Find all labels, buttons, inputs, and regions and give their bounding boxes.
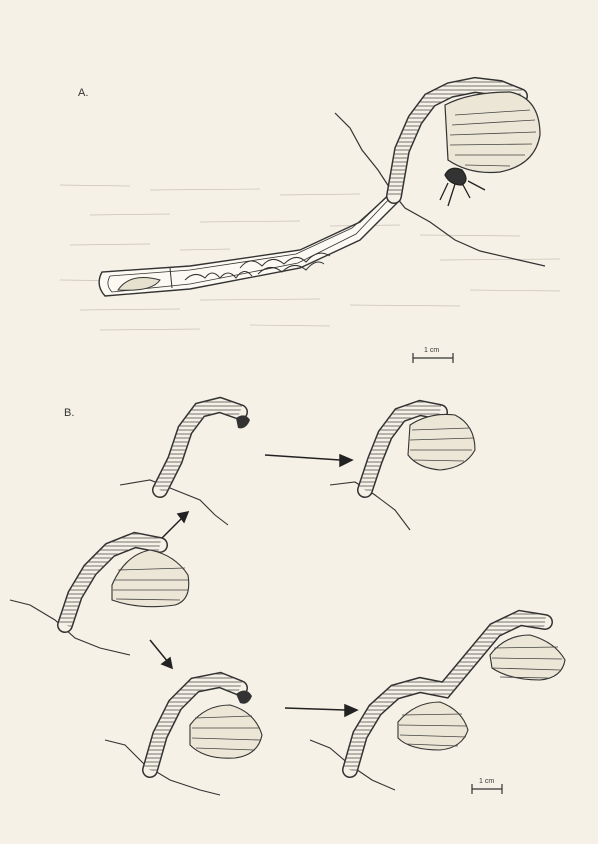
arrow-down	[150, 640, 172, 668]
arrow-right-top	[265, 455, 352, 466]
tube-b4	[105, 680, 262, 795]
arrow-right-bottom	[285, 705, 357, 716]
tube-hood	[445, 92, 540, 173]
worm-head	[440, 168, 485, 206]
tube-b3	[10, 540, 189, 655]
arrow-up	[160, 512, 188, 540]
tube-b2	[330, 408, 475, 530]
tube-b1	[120, 405, 250, 525]
scale-label-a: 1 cm	[424, 347, 439, 354]
panel-a-label: A.	[78, 87, 88, 99]
panel-a	[60, 85, 560, 363]
scale-bar-b	[472, 784, 502, 794]
sediment-b1	[120, 480, 228, 525]
panel-b	[10, 405, 565, 795]
scale-label-b: 1 cm	[479, 778, 494, 785]
tube-b5	[310, 618, 565, 790]
panel-b-label: B.	[64, 407, 74, 419]
scale-bar-a	[413, 353, 453, 363]
